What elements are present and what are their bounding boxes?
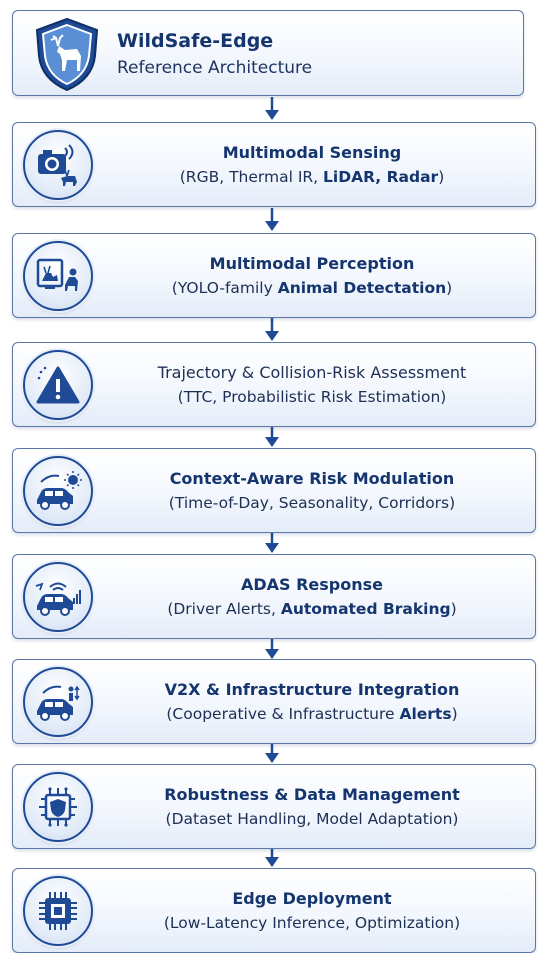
flow-arrow <box>265 530 279 553</box>
car-signal-icon <box>35 582 81 616</box>
stage-detail: (Low-Latency Inference, Optimization) <box>163 913 461 932</box>
stage-heading: Multimodal Sensing <box>222 142 402 162</box>
flow-arrow <box>265 636 279 659</box>
flow-arrow <box>265 208 279 231</box>
stage-context-aware: Context-Aware Risk Modulation (Time-of-D… <box>12 448 536 533</box>
stage-adas-response: ADAS Response (Driver Alerts, Automated … <box>12 554 536 639</box>
flow-arrow <box>265 318 279 341</box>
stage-detail: (TTC, Probabilistic Risk Estimation) <box>177 387 447 406</box>
flow-arrow <box>265 424 279 447</box>
stage-v2x-integration: V2X & Infrastructure Integration (Cooper… <box>12 659 536 744</box>
stage-heading: Robustness & Data Management <box>164 784 460 804</box>
stage-heading: Multimodal Perception <box>209 253 415 273</box>
stage-edge-deployment: Edge Deployment (Low-Latency Inference, … <box>12 868 536 953</box>
stage-heading: V2X & Infrastructure Integration <box>164 679 460 699</box>
title-box: WildSafe-Edge Reference Architecture <box>12 10 524 96</box>
stage-heading: Edge Deployment <box>232 888 392 908</box>
deer-shield-icon <box>35 17 99 92</box>
stage-heading: Context-Aware Risk Modulation <box>169 468 455 488</box>
stage-trajectory-risk: Trajectory & Collision-Risk Assessment (… <box>12 342 536 427</box>
stage-multimodal-perception: Multimodal Perception (YOLO-family Anima… <box>12 233 536 318</box>
stage-detail: (Time-of-Day, Seasonality, Corridors) <box>168 493 456 512</box>
monitor-animal-icon <box>36 258 78 291</box>
stage-detail: (YOLO-family Animal Detectation) <box>171 278 453 297</box>
stage-heading: Trajectory & Collision-Risk Assessment <box>157 362 467 382</box>
stage-multimodal-sensing: Multimodal Sensing (RGB, Thermal IR, LiD… <box>12 122 536 207</box>
stage-detail: (Dataset Handling, Model Adaptation) <box>165 809 459 828</box>
camera-deer-icon <box>38 143 77 186</box>
stage-robustness-data: Robustness & Data Management (Dataset Ha… <box>12 764 536 849</box>
diagram-subtitle: Reference Architecture <box>117 58 313 78</box>
warning-triangle-icon <box>36 366 80 403</box>
stage-heading: ADAS Response <box>240 574 384 594</box>
processor-chip-icon <box>39 891 77 930</box>
chip-shield-icon <box>39 786 77 827</box>
car-sun-icon <box>37 470 82 510</box>
diagram-title: WildSafe-Edge <box>117 30 274 52</box>
car-v2x-icon <box>37 685 80 721</box>
stage-detail: (RGB, Thermal IR, LiDAR, Radar) <box>179 167 445 186</box>
flow-arrow <box>265 97 279 120</box>
stage-detail: (Driver Alerts, Automated Braking) <box>167 599 457 618</box>
stage-detail: (Cooperative & Infrastructure Alerts) <box>166 704 458 723</box>
